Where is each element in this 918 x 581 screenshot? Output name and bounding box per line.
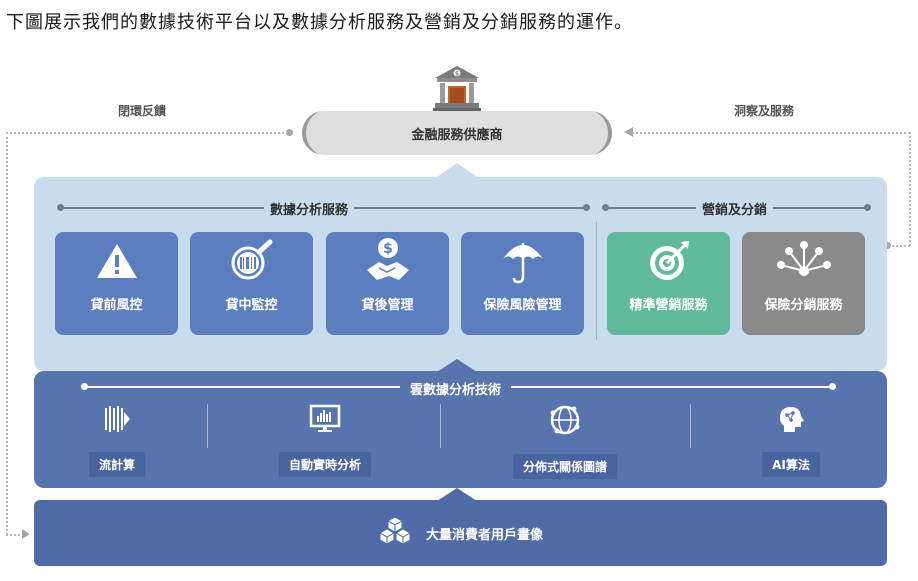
warning-icon	[95, 232, 139, 290]
profile-panel-peak	[437, 488, 477, 501]
tech-separator	[690, 404, 691, 448]
magnifier-icon	[228, 232, 276, 290]
tech-label: 自動實時分析	[278, 452, 371, 477]
tech-label: 流計算	[88, 452, 145, 477]
tech-item-auto-analysis: 自動實時分析	[270, 404, 380, 477]
card-label: 貸後管理	[361, 298, 414, 313]
card-pre-loan-risk: 貸前風控	[55, 232, 178, 335]
insight-line-top	[632, 132, 910, 134]
profile-panel: 大量消費者用戶畫像	[34, 500, 887, 566]
intro-text: 下圖展示我們的數據技術平台以及數據分析服務及營銷及分銷服務的運作。	[6, 12, 633, 33]
feedback-line-bottom	[6, 534, 24, 536]
ai-head-icon	[774, 404, 808, 438]
card-insurance-risk-management: 保險風險管理	[461, 232, 584, 335]
section-divider	[596, 222, 597, 340]
bank-icon: $	[431, 64, 483, 114]
feedback-dot	[286, 129, 293, 136]
marketing-dot-right	[864, 204, 871, 211]
globe-network-icon	[548, 404, 582, 440]
svg-text:$: $	[455, 71, 459, 78]
tech-label: AI算法	[762, 452, 820, 477]
handshake-dollar-icon: $	[363, 232, 413, 290]
card-label: 保險分銷服務	[764, 298, 843, 313]
card-in-loan-monitoring: 貸中監控	[190, 232, 313, 335]
tech-panel-peak	[437, 359, 477, 372]
card-post-loan-management: $ 貸後管理	[326, 232, 449, 335]
tech-title: 雲數據分析技術	[400, 379, 512, 398]
target-icon	[646, 232, 692, 290]
feedback-arrow-icon	[22, 529, 30, 539]
financial-provider-label: 金融服務供應商	[411, 127, 503, 143]
tech-label: 分佈式關係圖譜	[512, 454, 617, 479]
stream-icon	[103, 404, 131, 438]
feedback-line-top	[6, 132, 288, 134]
distribution-network-icon	[775, 232, 833, 290]
services-panel-peak	[437, 163, 477, 177]
feedback-label: 閉環反饋	[118, 104, 167, 118]
cubes-icon	[378, 516, 412, 550]
analytics-dot-right	[583, 204, 590, 211]
card-label: 精準營銷服務	[629, 298, 708, 313]
tech-item-stream: 流計算	[72, 404, 162, 477]
tech-separator	[440, 404, 441, 448]
insight-line-bottom	[888, 245, 910, 247]
insight-label: 洞察及服務	[734, 104, 795, 118]
card-label: 貸中監控	[225, 298, 278, 313]
analytics-title: 數據分析服務	[264, 199, 355, 218]
insight-line-vertical	[909, 132, 911, 246]
tech-separator	[207, 404, 208, 448]
card-label: 保險風險管理	[483, 298, 562, 313]
tech-item-ai-algorithm: AI算法	[751, 404, 831, 477]
card-precision-marketing: 精準營銷服務	[607, 232, 730, 335]
monitor-chart-icon	[309, 404, 341, 438]
card-label: 貸前風控	[90, 298, 143, 313]
insight-dot	[884, 242, 891, 249]
tech-item-distributed-graph: 分佈式關係圖譜	[490, 404, 640, 479]
profile-label: 大量消費者用戶畫像	[425, 527, 543, 543]
feedback-line-vertical	[6, 132, 8, 535]
card-insurance-distribution: 保險分銷服務	[742, 232, 865, 335]
marketing-title: 營銷及分銷	[696, 199, 774, 218]
tech-dot-right	[829, 383, 836, 390]
financial-provider: 金融服務供應商	[302, 111, 612, 155]
svg-text:$: $	[383, 241, 393, 257]
umbrella-icon	[499, 232, 547, 290]
insight-arrow-icon	[624, 127, 633, 137]
